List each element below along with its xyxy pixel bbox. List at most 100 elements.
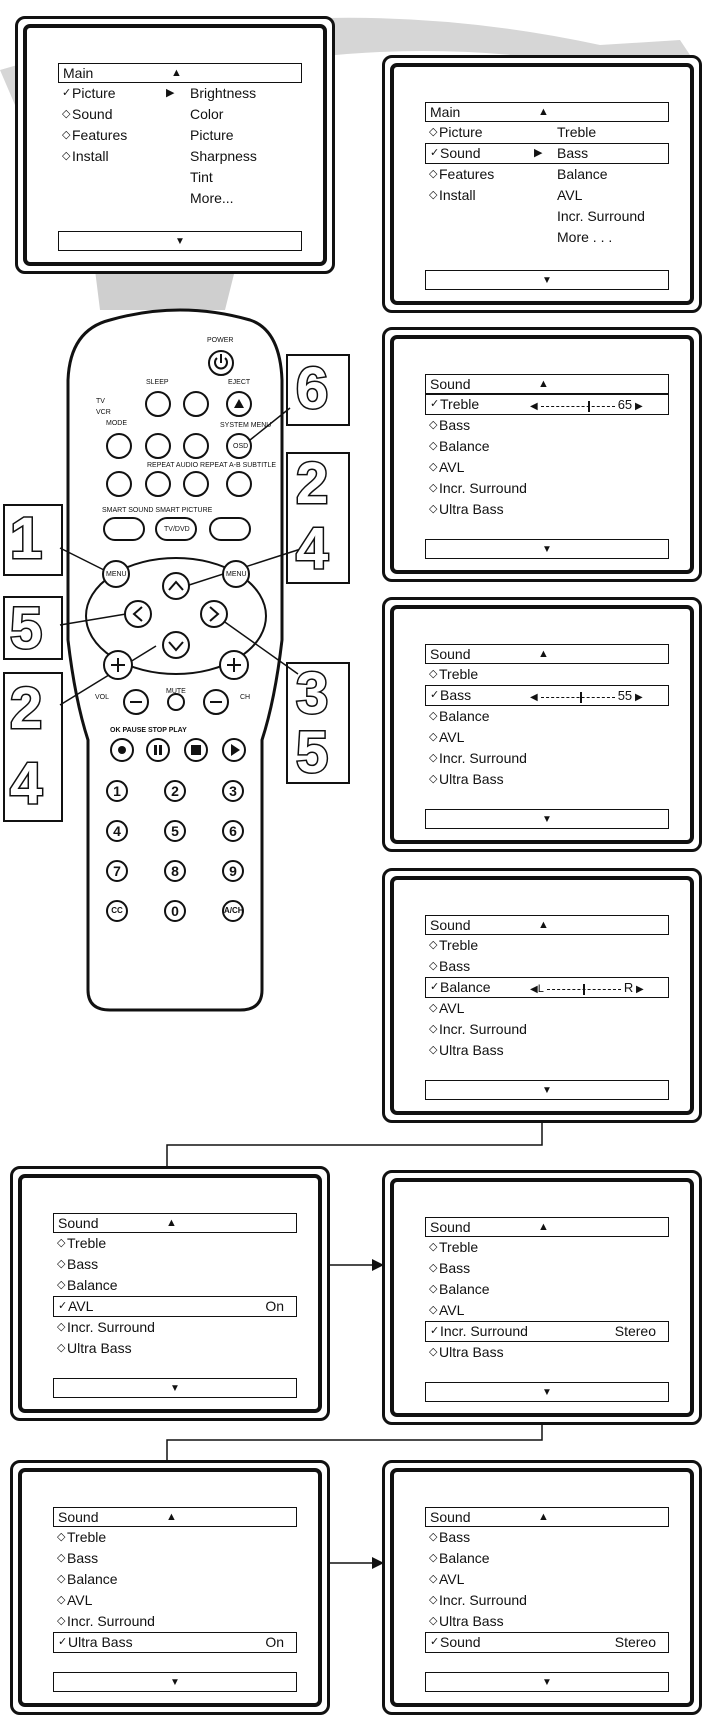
level-slider[interactable]: ◀55 ▶ bbox=[530, 688, 643, 703]
menu-item[interactable]: ◇Bass bbox=[425, 415, 669, 436]
submenu-item[interactable]: Incr. Surround bbox=[557, 208, 645, 224]
menu-item[interactable]: ✓Sound▶ bbox=[425, 143, 669, 164]
menu-item[interactable]: ◇Treble bbox=[53, 1527, 297, 1548]
menu-item[interactable]: ◇Treble bbox=[425, 664, 669, 685]
digit-button[interactable]: 6 bbox=[222, 820, 244, 842]
repeat-ab-button[interactable] bbox=[183, 471, 209, 497]
menu-item[interactable]: ◇Picture bbox=[425, 122, 669, 143]
menu-item[interactable]: ✓Treble◀65 ▶ bbox=[425, 394, 669, 415]
slider-knob[interactable] bbox=[582, 983, 585, 995]
menu-item[interactable]: ◇Ultra Bass bbox=[53, 1338, 297, 1359]
menu-item[interactable]: ◇Features bbox=[425, 164, 669, 185]
menu-item[interactable]: ◇Balance bbox=[53, 1275, 297, 1296]
menu-item[interactable]: ◇Incr. Surround bbox=[425, 748, 669, 769]
submenu-item[interactable]: More... bbox=[190, 190, 234, 206]
smart-picture-button[interactable] bbox=[209, 517, 251, 541]
menu-item[interactable]: ◇Incr. Surround bbox=[425, 478, 669, 499]
submenu-item[interactable]: Tint bbox=[190, 169, 213, 185]
menu-left-button[interactable] bbox=[102, 560, 130, 588]
submenu-item[interactable]: AVL bbox=[557, 187, 583, 203]
submenu-item[interactable]: Balance bbox=[557, 166, 608, 182]
menu-item[interactable]: ✓Bass◀55 ▶ bbox=[425, 685, 669, 706]
menu-item[interactable]: ◇Balance bbox=[425, 1548, 669, 1569]
up-button[interactable] bbox=[162, 572, 190, 600]
menu-item[interactable]: ◇Incr. Surround bbox=[53, 1317, 297, 1338]
down-button[interactable] bbox=[162, 631, 190, 659]
menu-item[interactable]: ◇AVL bbox=[425, 998, 669, 1019]
menu-item[interactable]: ◇Ultra Bass bbox=[425, 769, 669, 790]
menu-item[interactable]: ◇Incr. Surround bbox=[53, 1611, 297, 1632]
repeat-button[interactable] bbox=[106, 471, 132, 497]
submenu-item[interactable]: Sharpness bbox=[190, 148, 257, 164]
menu-item[interactable]: ◇Balance bbox=[425, 1279, 669, 1300]
digit-button[interactable]: 5 bbox=[164, 820, 186, 842]
menu-item[interactable]: ◇Bass bbox=[425, 956, 669, 977]
slider-knob[interactable] bbox=[587, 400, 590, 412]
submenu-item[interactable]: Bass bbox=[557, 145, 589, 161]
menu-item[interactable]: ◇Bass bbox=[425, 1527, 669, 1548]
left-button[interactable] bbox=[124, 600, 152, 628]
menu-item[interactable]: ◇AVL bbox=[425, 727, 669, 748]
menu-item[interactable]: ◇Ultra Bass bbox=[425, 1342, 669, 1363]
menu-item[interactable]: ◇Incr. Surround bbox=[425, 1590, 669, 1611]
digit-button[interactable]: 3 bbox=[222, 780, 244, 802]
format-button[interactable] bbox=[183, 391, 209, 417]
digit-button[interactable]: 7 bbox=[106, 860, 128, 882]
submenu-item[interactable]: More . . . bbox=[557, 229, 613, 245]
menu-right-button[interactable] bbox=[222, 560, 250, 588]
menu-item[interactable]: ◇Incr. Surround bbox=[425, 1019, 669, 1040]
tvdvd-button[interactable] bbox=[155, 517, 197, 541]
menu-item[interactable]: ◇AVL bbox=[425, 1569, 669, 1590]
audio-button[interactable] bbox=[145, 471, 171, 497]
menu-item[interactable]: ◇Bass bbox=[53, 1548, 297, 1569]
menu-item[interactable]: ◇Balance bbox=[425, 436, 669, 457]
menu-item[interactable]: ◇Balance bbox=[53, 1569, 297, 1590]
digit-button[interactable]: A/CH bbox=[222, 900, 244, 922]
frown-button[interactable] bbox=[183, 433, 209, 459]
digit-button[interactable]: 1 bbox=[106, 780, 128, 802]
smile-button[interactable] bbox=[145, 433, 171, 459]
menu-item[interactable]: ◇Sound bbox=[58, 104, 302, 125]
osd-button[interactable] bbox=[226, 433, 252, 459]
menu-item[interactable]: ◇Install bbox=[58, 146, 302, 167]
right-button[interactable] bbox=[200, 600, 228, 628]
menu-item[interactable]: ◇AVL bbox=[425, 1300, 669, 1321]
sleep-button[interactable] bbox=[145, 391, 171, 417]
menu-item[interactable]: ◇Features bbox=[58, 125, 302, 146]
menu-item[interactable]: ◇Ultra Bass bbox=[425, 499, 669, 520]
menu-item[interactable]: ✓Picture▶ bbox=[58, 83, 302, 104]
smart-sound-button[interactable] bbox=[103, 517, 145, 541]
menu-item[interactable]: ◇Balance bbox=[425, 706, 669, 727]
digit-button[interactable]: 0 bbox=[164, 900, 186, 922]
menu-item[interactable]: ◇Bass bbox=[53, 1254, 297, 1275]
submenu-item[interactable]: Picture bbox=[190, 127, 234, 143]
digit-button[interactable]: 9 bbox=[222, 860, 244, 882]
menu-item[interactable]: ◇Treble bbox=[425, 1237, 669, 1258]
slider-knob[interactable] bbox=[580, 691, 583, 703]
digit-button[interactable]: CC bbox=[106, 900, 128, 922]
subtitle-button[interactable] bbox=[226, 471, 252, 497]
submenu-item[interactable]: Brightness bbox=[190, 85, 257, 101]
menu-item[interactable]: ◇AVL bbox=[425, 457, 669, 478]
level-slider[interactable]: ◀65 ▶ bbox=[530, 397, 643, 412]
menu-item[interactable]: ◇Ultra Bass bbox=[425, 1611, 669, 1632]
pause-button[interactable] bbox=[146, 738, 170, 762]
menu-item[interactable]: ◇Treble bbox=[425, 935, 669, 956]
menu-item[interactable]: ◇Ultra Bass bbox=[425, 1040, 669, 1061]
digit-button[interactable]: 4 bbox=[106, 820, 128, 842]
digit-button[interactable]: 8 bbox=[164, 860, 186, 882]
menu-item[interactable]: ◇Install bbox=[425, 185, 669, 206]
menu-item[interactable]: ◇AVL bbox=[53, 1590, 297, 1611]
submenu-item[interactable]: Treble bbox=[557, 124, 597, 140]
menu-item[interactable]: ◇Treble bbox=[53, 1233, 297, 1254]
submenu-item[interactable]: Color bbox=[190, 106, 224, 122]
menu-item[interactable]: ◇Bass bbox=[425, 1258, 669, 1279]
digit-button[interactable]: 2 bbox=[164, 780, 186, 802]
mute-button[interactable] bbox=[167, 693, 185, 711]
